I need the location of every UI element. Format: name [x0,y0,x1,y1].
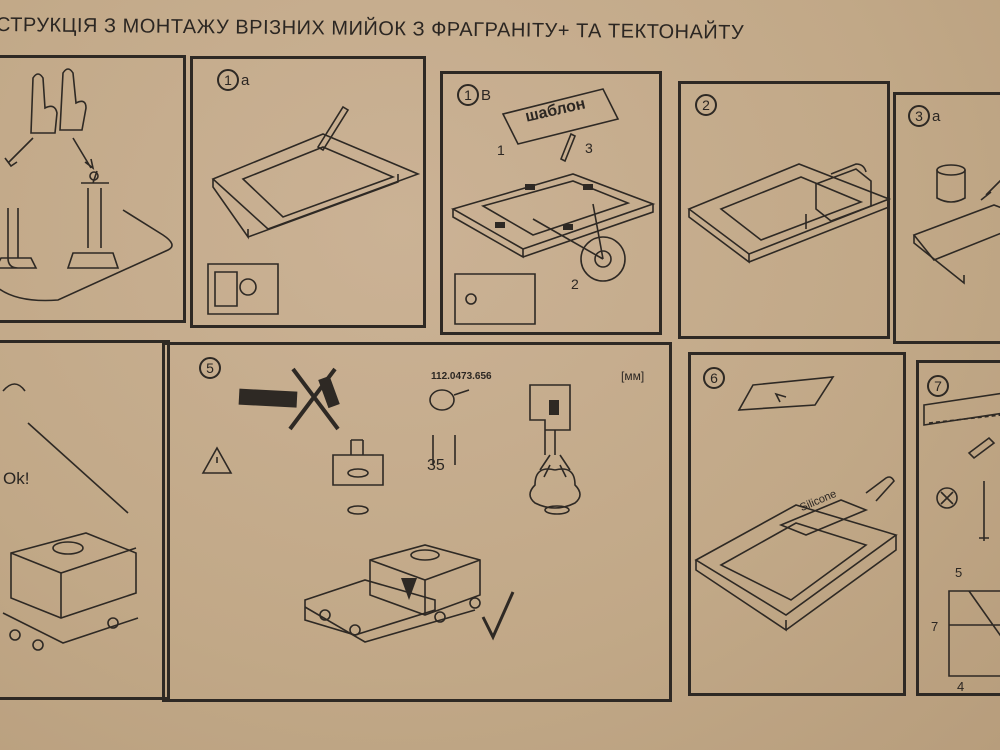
step-suffix: B [481,87,492,104]
panel-step-6: 6 Silicone [688,352,906,696]
step-number-badge: 1 [217,69,239,91]
countertop-marking-illustration [193,59,423,324]
callout-7: 7 [931,619,939,634]
template-illustration [443,74,663,334]
callout-5: 5 [955,565,963,580]
callout-4: 4 [957,679,965,694]
step-number-badge: 6 [703,367,725,389]
callout-3: 3 [585,140,593,156]
silicone-sealing-illustration [691,355,906,695]
eye-check-illustration [0,343,168,698]
step-suffix: a [932,108,941,125]
callout-2: 2 [571,276,579,292]
step-number-badge: 2 [695,94,717,116]
page-title: СТРУКЦІЯ З МОНТАЖУ ВРІЗНИХ МИЙОК З ФРАГР… [0,14,745,44]
panel-step-0 [0,55,186,323]
unit-label: [мм] [621,369,645,383]
panel-step-5: 5 112.0473.656 [мм] 35 [162,342,672,702]
step-number-badge: 5 [199,357,221,379]
panel-step-2: 2 [678,81,890,339]
dimension-label: 35 [427,457,445,474]
ok-label: Ok! [3,469,30,488]
callout-1: 1 [497,142,505,158]
product-code: 112.0473.656 [431,371,492,382]
step-suffix: a [241,72,250,89]
jigsaw-cutting-illustration [681,84,891,339]
step-number-badge: 7 [927,375,949,397]
sealant-brush-illustration [896,95,1000,345]
clamp-fastening-illustration [919,363,1000,698]
panel-step-7: 7 5 7 4 [916,360,1000,696]
step-number-badge: 1 [457,84,479,106]
drilling-illustration [165,345,670,700]
panel-step-4: Ok! [0,340,170,700]
gloves-clamps-illustration [0,58,183,318]
step-number-badge: 3 [908,105,930,127]
